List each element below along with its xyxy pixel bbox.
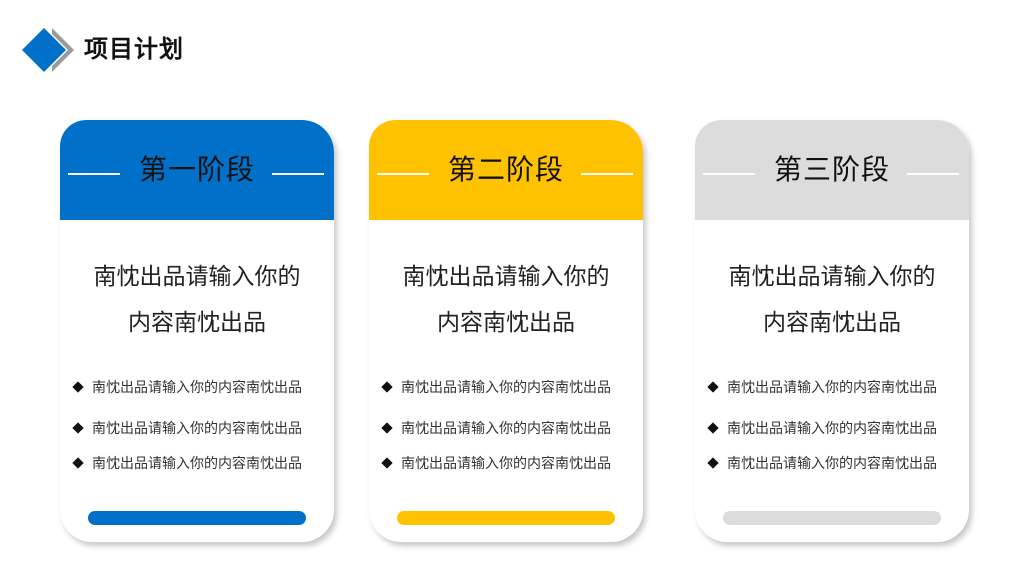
header-divider-right bbox=[272, 173, 324, 175]
stage-title: 第二阶段 bbox=[447, 153, 564, 186]
diamond-bullet-icon bbox=[72, 457, 84, 469]
bullet-text: 南忱出品请输入你的内容南忱出品 bbox=[727, 380, 937, 396]
header-divider-right bbox=[581, 173, 633, 175]
bullet-text: 南忱出品请输入你的内容南忱出品 bbox=[401, 380, 611, 396]
bullet-item: 南忱出品请输入你的内容南忱出品 bbox=[707, 454, 937, 474]
diamond-bullet-icon bbox=[381, 422, 393, 434]
description-line: 内容南忱出品 bbox=[763, 310, 901, 336]
diamond-bullet-icon bbox=[707, 457, 719, 469]
description-line: 南忱出品请输入你的 bbox=[402, 264, 610, 290]
diamond-bullet-icon bbox=[381, 457, 393, 469]
stage-card-header: 第二阶段 bbox=[369, 120, 643, 220]
diamond-bullet-icon bbox=[707, 422, 719, 434]
diamond-logo-icon bbox=[22, 28, 74, 72]
bullet-text: 南忱出品请输入你的内容南忱出品 bbox=[401, 456, 611, 472]
description-line: 南忱出品请输入你的 bbox=[93, 264, 301, 290]
diamond-bullet-icon bbox=[707, 381, 719, 393]
bullet-text: 南忱出品请输入你的内容南忱出品 bbox=[92, 421, 302, 437]
header-divider-left bbox=[377, 173, 429, 175]
bullet-item: 南忱出品请输入你的内容南忱出品 bbox=[72, 378, 302, 398]
stage-description: 南忱出品请输入你的 内容南忱出品 bbox=[70, 254, 324, 346]
stage-card-3: 第三阶段 南忱出品请输入你的 内容南忱出品 南忱出品请输入你的内容南忱出品 南忱… bbox=[695, 120, 969, 542]
header-divider-left bbox=[68, 173, 120, 175]
bullet-item: 南忱出品请输入你的内容南忱出品 bbox=[381, 378, 611, 398]
bullet-text: 南忱出品请输入你的内容南忱出品 bbox=[92, 456, 302, 472]
stage-card-1: 第一阶段 南忱出品请输入你的 内容南忱出品 南忱出品请输入你的内容南忱出品 南忱… bbox=[60, 120, 334, 542]
header-divider-right bbox=[907, 173, 959, 175]
bullet-item: 南忱出品请输入你的内容南忱出品 bbox=[707, 378, 937, 398]
bullet-item: 南忱出品请输入你的内容南忱出品 bbox=[72, 454, 302, 474]
accent-bar bbox=[723, 511, 941, 525]
description-line: 内容南忱出品 bbox=[437, 310, 575, 336]
bullet-item: 南忱出品请输入你的内容南忱出品 bbox=[381, 419, 611, 439]
bullet-text: 南忱出品请输入你的内容南忱出品 bbox=[401, 421, 611, 437]
bullet-text: 南忱出品请输入你的内容南忱出品 bbox=[727, 421, 937, 437]
bullet-item: 南忱出品请输入你的内容南忱出品 bbox=[72, 419, 302, 439]
diamond-bullet-icon bbox=[381, 381, 393, 393]
bullet-text: 南忱出品请输入你的内容南忱出品 bbox=[727, 456, 937, 472]
bullet-item: 南忱出品请输入你的内容南忱出品 bbox=[707, 419, 937, 439]
diamond-bullet-icon bbox=[72, 422, 84, 434]
description-line: 内容南忱出品 bbox=[128, 310, 266, 336]
description-line: 南忱出品请输入你的 bbox=[728, 264, 936, 290]
stage-title: 第三阶段 bbox=[773, 153, 890, 186]
stage-description: 南忱出品请输入你的 内容南忱出品 bbox=[705, 254, 959, 346]
accent-bar bbox=[88, 511, 306, 525]
page-title: 项目计划 bbox=[84, 35, 184, 63]
stage-card-2: 第二阶段 南忱出品请输入你的 内容南忱出品 南忱出品请输入你的内容南忱出品 南忱… bbox=[369, 120, 643, 542]
stage-card-header: 第三阶段 bbox=[695, 120, 969, 220]
stage-card-header: 第一阶段 bbox=[60, 120, 334, 220]
diamond-bullet-icon bbox=[72, 381, 84, 393]
bullet-item: 南忱出品请输入你的内容南忱出品 bbox=[381, 454, 611, 474]
bullet-text: 南忱出品请输入你的内容南忱出品 bbox=[92, 380, 302, 396]
stage-description: 南忱出品请输入你的 内容南忱出品 bbox=[379, 254, 633, 346]
header-divider-left bbox=[703, 173, 755, 175]
accent-bar bbox=[397, 511, 615, 525]
stage-title: 第一阶段 bbox=[138, 153, 255, 186]
